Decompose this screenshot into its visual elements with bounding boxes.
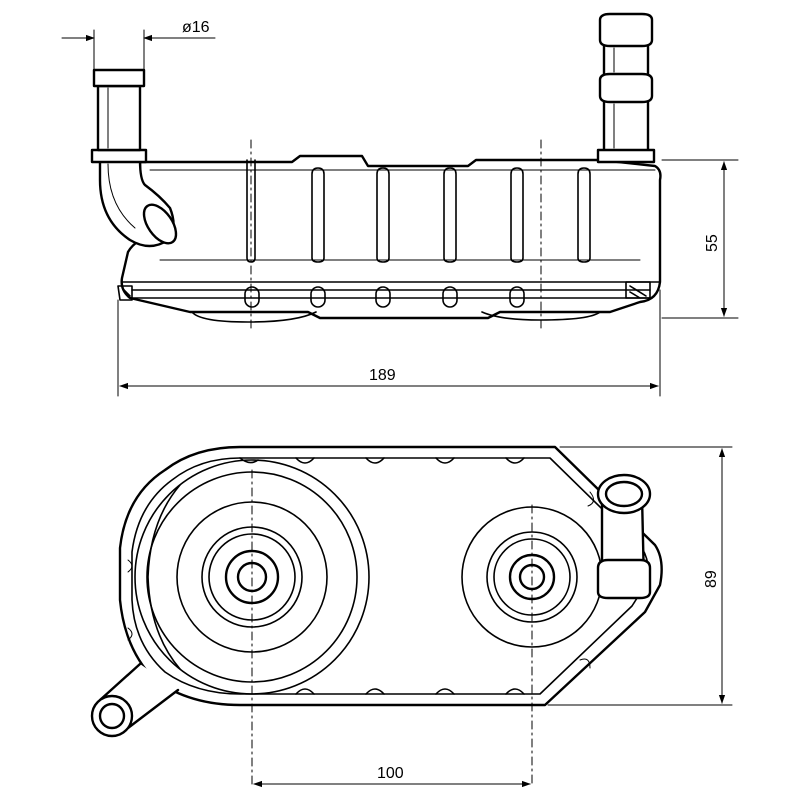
dimension-length-label: 189: [369, 367, 396, 384]
top-view-side-notches: [127, 491, 594, 669]
slot: [509, 286, 525, 308]
side-view: ø16 55 189: [61, 12, 739, 397]
side-view-left-pipe: [90, 68, 178, 248]
slot: [375, 286, 391, 308]
left-port-flange-cut: [147, 484, 181, 670]
dimension-width: 89: [547, 446, 733, 706]
right-pipe-base: [596, 148, 656, 164]
top-view-bottom-scallops: [295, 688, 525, 695]
dimension-port-spacing-label: 100: [377, 765, 404, 782]
dimension-width-label: 89: [703, 570, 720, 588]
slot: [244, 286, 260, 308]
side-view-body: [120, 154, 662, 320]
top-view-mounting-ear: [90, 662, 180, 738]
dimension-pipe-diameter-label: ø16: [182, 19, 210, 36]
side-view-slots: [244, 286, 525, 308]
pipe-stub-bead: [596, 558, 652, 600]
side-view-top-edge: [149, 169, 656, 261]
slot: [442, 286, 458, 308]
right-port-ring: [486, 531, 578, 623]
dimension-pipe-diameter: ø16: [61, 19, 216, 71]
top-view-outer-plate: [118, 445, 663, 707]
side-view-boss-right: [481, 311, 601, 321]
dimension-length: 189: [117, 289, 661, 397]
pipe-stub-end-inner: [604, 480, 644, 508]
rib: [510, 167, 524, 263]
top-view-top-scallops: [239, 457, 525, 464]
left-pipe-end: [142, 203, 178, 245]
right-pipe-mid-bead: [598, 72, 654, 104]
top-view: 89 100: [90, 445, 733, 788]
side-view-base-rail: [121, 281, 661, 299]
slot: [310, 286, 326, 308]
side-view-clip-right: [625, 281, 651, 299]
dimension-port-spacing: 100: [253, 765, 531, 788]
left-pipe-collar: [90, 148, 148, 164]
rib: [443, 167, 457, 263]
side-view-ribs: [246, 159, 591, 263]
mounting-ear-hole: [98, 702, 126, 730]
right-pipe-top-bead: [598, 12, 654, 48]
mounting-ear-outer: [90, 694, 134, 738]
top-view-pipe-stub: [596, 473, 652, 600]
rib: [577, 167, 591, 263]
side-view-boss-left: [191, 311, 317, 323]
dimension-height: 55: [661, 159, 739, 319]
rib: [376, 167, 390, 263]
left-pipe-bead: [92, 68, 146, 88]
left-pipe-highlight: [107, 87, 136, 229]
dimension-height-label: 55: [704, 234, 721, 252]
side-view-clip-left: [117, 285, 133, 301]
left-pipe-tube: [96, 84, 142, 152]
side-view-right-pipe: [596, 12, 656, 164]
rib: [311, 167, 325, 263]
